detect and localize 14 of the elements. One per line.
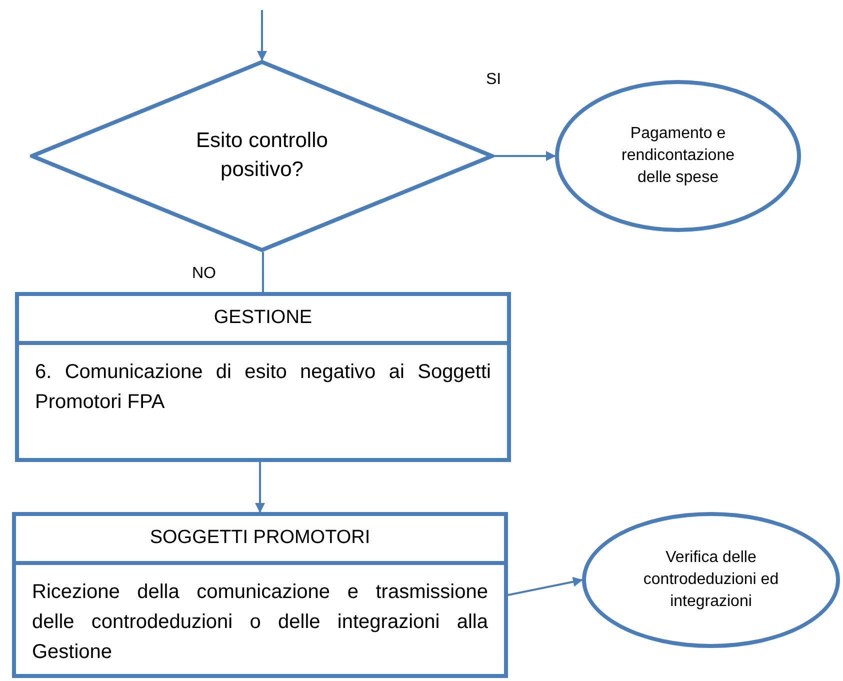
connector-line: [262, 252, 264, 292]
question-text: Esito controllo positivo?: [195, 128, 329, 183]
ellipse-text: Pagamento e rendicontazione delle spese: [620, 124, 736, 188]
arrow: [257, 10, 267, 61]
ellipse-text: Verifica delle controdeduzioni ed integrazioni: [642, 548, 780, 612]
box-header: SOGGETTI PROMOTORI: [16, 516, 504, 565]
arrow: [508, 576, 583, 596]
box-header: GESTIONE: [19, 296, 507, 345]
process-box: [15, 292, 511, 462]
process-box: [12, 512, 508, 678]
step-description: 6. Comunicazione di esito negativo ai Soggetti Promotori FPA: [35, 360, 491, 415]
arrow: [494, 151, 556, 161]
step-description: Ricezione della comunicazione e trasmissione delle controdeduzioni o delle integrazioni alla Gestione: [32, 580, 488, 665]
arrow: [255, 462, 265, 513]
